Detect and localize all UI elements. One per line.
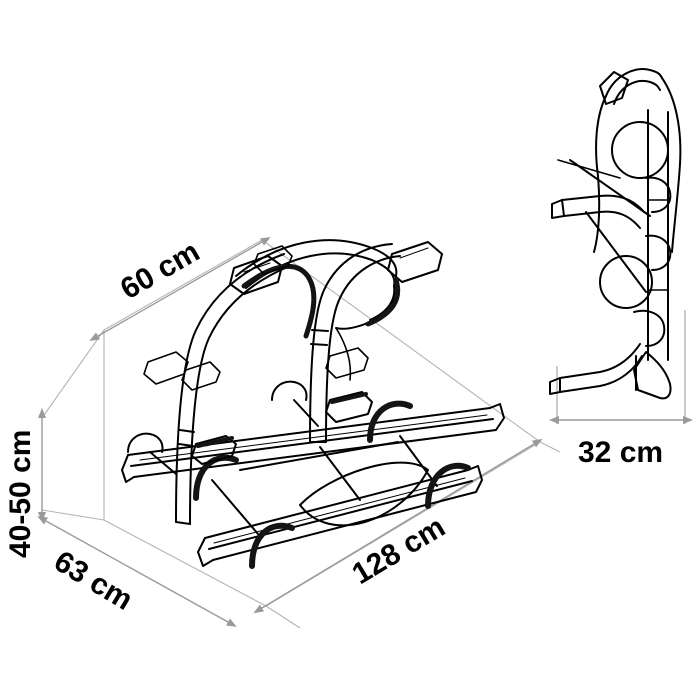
clip-left-lower [196, 436, 234, 448]
dimension-lines [37, 237, 693, 629]
dimension-label-40-50: 40-50 cm [4, 430, 37, 558]
profile-arm-lower-cap [549, 377, 561, 395]
clamp-d [253, 245, 293, 275]
clip-right-lower [330, 392, 368, 404]
centre-cradle [299, 461, 429, 527]
right-arm-tube-inner [325, 255, 401, 443]
right-upper-clamp-detail [399, 247, 429, 259]
trim-left [241, 264, 317, 339]
profile-crown-inner [613, 80, 661, 105]
right-arm-tube-outer [309, 243, 393, 443]
rear-rail-end-left [121, 454, 135, 483]
left-arm-tube-inner [189, 265, 291, 525]
left-arm-tube-outer [175, 253, 285, 523]
cradle-mid [271, 380, 308, 401]
profile-top-cap [599, 71, 629, 105]
right-support-arm [309, 241, 443, 443]
left-arm-collar-b [178, 443, 194, 447]
clamp-a [143, 351, 189, 385]
profile-hook-mid [645, 234, 672, 271]
front-rail-groove [213, 477, 466, 544]
profile-pointer-line [557, 159, 621, 179]
front-rail-top [204, 469, 469, 539]
clamp-c [325, 347, 369, 379]
profile-ring-upper [611, 121, 669, 179]
left-arm-clamp [191, 435, 237, 465]
front-rail-end-right [467, 465, 483, 493]
upper-bar-right-hook-inner [369, 285, 396, 321]
right-arm-collar-a [311, 329, 329, 332]
left-arm-foot [175, 521, 191, 525]
rail-crossmember-right [399, 435, 438, 487]
hanging-strap [335, 327, 352, 381]
rear-rail-top [127, 407, 491, 456]
cradle-left-stem [149, 451, 177, 475]
profile-ring-lower [599, 255, 653, 309]
construction-lines [41, 239, 561, 629]
rail-crossmember-rear [239, 441, 399, 471]
upper-bar-right-hook [335, 275, 398, 330]
left-arm-collar-a [179, 429, 195, 433]
upper-bar-front [235, 239, 398, 277]
strap-rear-left [193, 454, 239, 501]
profile-crown [605, 68, 663, 97]
profile-arm-upper-2 [563, 210, 641, 229]
dimension-label-60: 60 cm [115, 235, 205, 306]
dimension-label-32: 32 cm [578, 436, 663, 469]
rear-rail-groove [139, 414, 488, 461]
profile-hook-upper [645, 176, 672, 213]
cradle-mid-stem [293, 399, 319, 427]
profile-arm-lower-2 [559, 355, 643, 393]
rail-crossmember-left [211, 479, 259, 535]
clamp-hardware [143, 245, 369, 391]
rail-crossmember-mid [319, 446, 361, 501]
right-arm-collar-b [310, 343, 328, 346]
dimension-line-128 [253, 438, 543, 614]
arm-clips [196, 392, 368, 448]
profile-arm-upper-cap [551, 199, 565, 219]
side-profile-view [549, 68, 682, 400]
profile-diagonal-brace [569, 159, 651, 217]
wheel-straps [193, 400, 471, 569]
profile-hook-lower [633, 309, 666, 347]
dimension-line-60 [89, 237, 271, 341]
strap-front-right [425, 462, 471, 509]
strap-front-left [249, 522, 295, 569]
trim-right [365, 277, 401, 327]
front-rail-end-left [197, 537, 214, 567]
main-isometric-view [121, 239, 505, 569]
upper-bar-trim [241, 264, 401, 339]
clamp-b [181, 361, 221, 391]
wheel-cradles [127, 380, 319, 475]
right-arm-clamp [325, 391, 373, 423]
left-support-arm [175, 253, 291, 525]
rear-rail-end-right [489, 403, 505, 431]
strap-rear-right [367, 400, 413, 443]
rear-rail-low [133, 429, 497, 478]
profile-outer-loop-2 [661, 77, 682, 253]
profile-arm-lower [559, 343, 641, 379]
cradle-left [127, 432, 164, 453]
profile-diagonal-brace-2 [585, 211, 647, 293]
dimension-label-63: 63 cm [48, 545, 138, 617]
dimension-line-63 [37, 516, 237, 627]
profile-foot-plate [633, 351, 672, 400]
